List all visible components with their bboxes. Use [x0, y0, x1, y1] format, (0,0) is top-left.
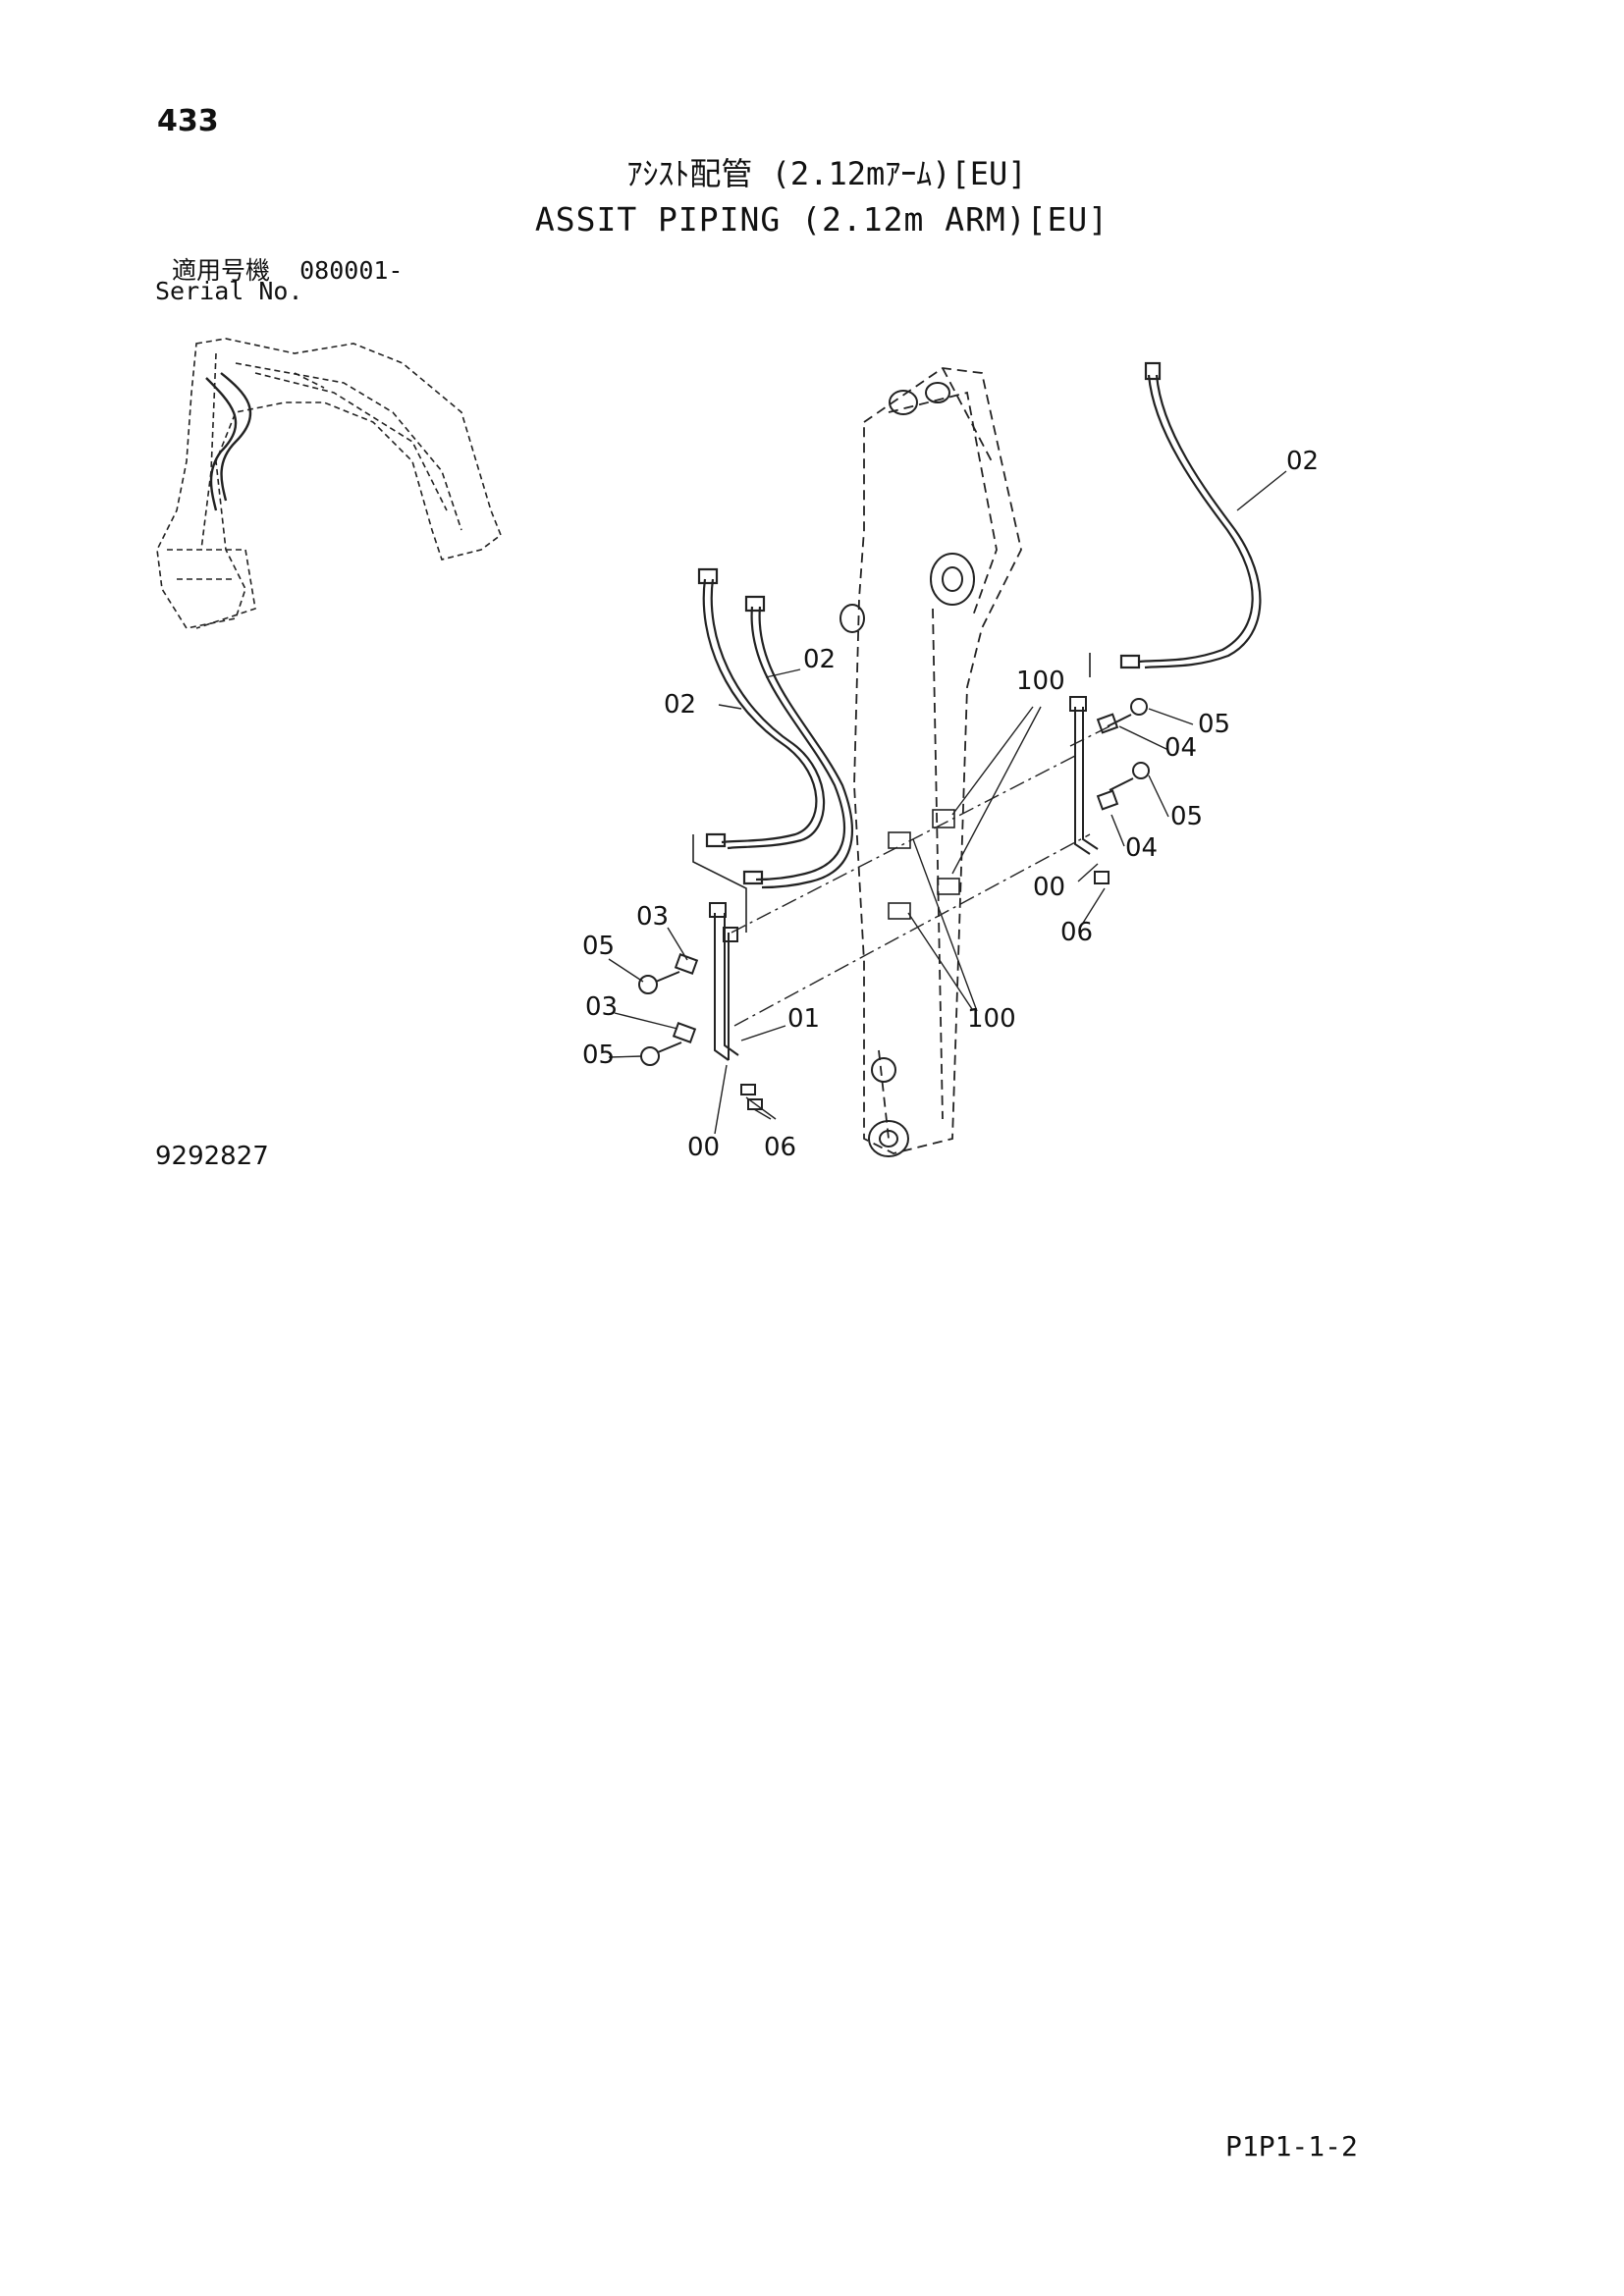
title-japanese: ｱｼｽﾄ配管 (2.12mｱｰﾑ)[EU]	[626, 155, 1027, 192]
clamps-and-bolts	[638, 698, 1150, 1066]
hose-02-left-pair	[697, 567, 854, 889]
leader-lines	[608, 470, 1287, 1135]
callout-02-right: 02	[1286, 447, 1319, 476]
callout-labels: 02 02 02 100 05 04 05 04 00 06 03 05 03 …	[582, 447, 1319, 1162]
callout-06-left: 06	[764, 1133, 796, 1162]
serial-label-jp: 適用号機 080001-	[172, 251, 403, 287]
serial-value: 080001-	[299, 256, 404, 285]
callout-03-a: 03	[636, 902, 669, 932]
callout-02-left: 02	[664, 690, 696, 720]
callout-01: 01	[787, 1004, 820, 1034]
thumbnail-hoses	[205, 372, 252, 511]
title-english: ASSIT PIPING (2.12m ARM)[EU]	[534, 200, 1110, 239]
callout-04-right-1: 04	[1164, 733, 1197, 763]
callout-06-right: 06	[1060, 918, 1093, 947]
callout-02-mid: 02	[803, 645, 836, 674]
callout-00-left: 00	[687, 1133, 720, 1162]
serial-label-en: Serial No.	[155, 277, 303, 305]
hose-02-right	[1119, 361, 1262, 669]
assembly-lines	[731, 725, 1110, 1027]
sheet-reference: P1P1-1-2	[1225, 2130, 1358, 2163]
arm-body	[853, 367, 1022, 1154]
callout-100-bottom: 100	[967, 1004, 1016, 1034]
callout-05-right-2: 05	[1170, 802, 1203, 831]
arm-pins	[839, 382, 975, 1157]
callout-100-top: 100	[1016, 667, 1065, 696]
callout-05-right-1: 05	[1198, 710, 1230, 739]
page-number: 433	[157, 104, 219, 138]
steel-pipe-right	[1069, 696, 1110, 884]
parts-diagram: 02 02 02 100 05 04 05 04 00 06 03 05 03 …	[156, 338, 1319, 1162]
callout-04-right-2: 04	[1125, 833, 1158, 863]
callout-05-left-1: 05	[582, 932, 615, 961]
callout-05-left-2: 05	[582, 1041, 615, 1070]
callout-00-right: 00	[1033, 873, 1065, 902]
drawing-number: 9292827	[155, 1142, 269, 1171]
steel-pipe-left	[709, 902, 763, 1110]
callout-03-b: 03	[585, 992, 618, 1022]
excavator-thumbnail	[156, 338, 502, 629]
serial-label-jp-text: 適用号機	[172, 256, 271, 285]
